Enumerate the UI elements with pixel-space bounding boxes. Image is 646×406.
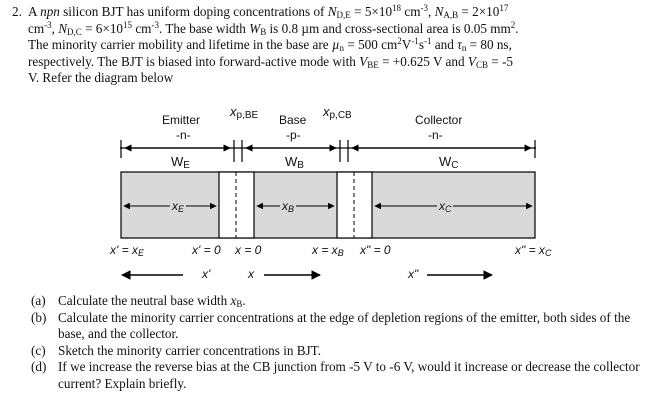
var-n: N <box>434 4 444 19</box>
x-arrow-label: x <box>247 267 255 281</box>
sub: CB <box>475 59 488 70</box>
text: silicon BJT has uniform doping concentra… <box>63 4 325 19</box>
sub: BE <box>367 59 379 70</box>
xb-label: xB <box>281 199 294 214</box>
problem-statement: 2. A npn silicon BJT has uniform doping … <box>12 4 640 87</box>
text: = 6×10 <box>81 20 124 36</box>
sub: B <box>236 299 243 309</box>
sup: -1 <box>411 36 419 47</box>
var-v: V <box>467 53 476 69</box>
sup: 2 <box>510 19 516 30</box>
var-n: N <box>58 20 68 36</box>
text: = 5×10 <box>350 4 393 19</box>
question-text: If we increase the reverse bias at the C… <box>58 359 640 391</box>
text: cm <box>401 4 421 19</box>
sup: -3 <box>44 19 52 30</box>
question-label: (c) <box>31 342 46 358</box>
question-label: (d) <box>31 359 47 374</box>
xp-be-label: xp,BE <box>229 104 259 121</box>
sub: n <box>339 43 345 54</box>
npn-text: npn <box>40 4 60 19</box>
sup: -3 <box>151 19 159 30</box>
sup: 2 <box>397 36 402 47</box>
text: and <box>434 37 454 53</box>
sub: B <box>260 26 267 37</box>
x-eq-xb-label: x = xB <box>311 243 344 258</box>
text: respectively. The BJT is biased into for… <box>28 53 356 69</box>
var-v: V <box>359 53 368 69</box>
xprime-arrow-label: x' <box>201 267 211 281</box>
device-band <box>120 171 536 239</box>
sup: 18 <box>392 3 402 13</box>
text: = +0.625 V and <box>378 53 465 69</box>
xdoubleprime-eq-xc-label: x" = xC <box>514 243 552 258</box>
xprime-eq-0-label: x' = 0 <box>191 243 221 257</box>
text: V. Refer the diagram below <box>28 70 174 86</box>
question-b: (b) Calculate the minority carrier conce… <box>31 310 641 343</box>
text: The minority carrier mobility and lifeti… <box>28 37 329 53</box>
sub: D,E <box>336 10 351 20</box>
sub: n <box>461 43 467 54</box>
sup: 15 <box>123 19 133 30</box>
var-w: W <box>249 20 261 36</box>
text: . <box>242 293 246 308</box>
xp-cb-label: xp,CB <box>322 104 352 121</box>
sup: -3 <box>420 3 428 13</box>
wc-label: WC <box>439 154 459 171</box>
xdoubleprime-arrow-label: x" <box>407 267 419 281</box>
text: = 2×10 <box>458 4 500 19</box>
xdoubleprime-eq-0-label: x" = 0 <box>359 243 391 257</box>
question-text: Calculate the minority carrier concentra… <box>58 309 631 342</box>
text: = 80 ns, <box>466 37 512 53</box>
text: s <box>418 37 424 53</box>
we-label: WE <box>171 154 190 171</box>
question-label: (b) <box>31 309 47 325</box>
collector-type: -n- <box>428 128 443 142</box>
text: = 500 cm <box>344 37 398 53</box>
text: The base width <box>165 20 246 36</box>
xc-label: xC <box>438 199 452 214</box>
text: cm <box>28 20 45 36</box>
question-a: (a) Calculate the neutral base width xB. <box>31 293 641 310</box>
base-label: Base <box>279 113 307 127</box>
wb-label: WB <box>285 154 304 171</box>
sub: A,B <box>443 10 459 20</box>
base-type: -p- <box>286 128 301 142</box>
x-eq-0-label: x = 0 <box>234 243 262 257</box>
var-x: x <box>230 293 237 308</box>
question-text: Sketch the minority carrier concentratio… <box>58 342 322 358</box>
emitter-type: -n- <box>176 128 191 142</box>
question-list: (a) Calculate the neutral base width xB.… <box>31 293 641 392</box>
text: A <box>28 4 37 19</box>
var-n: N <box>327 4 337 19</box>
question-d: (d) If we increase the reverse bias at t… <box>31 359 641 392</box>
text: = -5 <box>487 53 513 69</box>
sup: 17 <box>499 3 509 13</box>
width-dimension-line <box>120 140 536 162</box>
sup: -1 <box>423 36 432 47</box>
text: V <box>401 37 412 53</box>
var-mu: µ <box>331 37 340 53</box>
text: cm <box>132 20 152 36</box>
xprime-eq-xe-label: x' = xE <box>109 243 145 258</box>
question-text: Calculate the neutral base width <box>58 293 228 308</box>
collector-label: Collector <box>415 113 462 127</box>
bjt-diagram: Emitter -n- Base -p- Collector -n- xp,BE… <box>109 104 552 281</box>
xe-label: xE <box>171 199 185 214</box>
question-label: (a) <box>31 293 46 308</box>
emitter-label: Emitter <box>162 113 200 127</box>
sub: D,C <box>67 26 82 37</box>
problem-number: 2. <box>12 4 22 19</box>
question-c: (c) Sketch the minority carrier concentr… <box>31 343 641 360</box>
problem-body: A npn silicon BJT has uniform doping con… <box>28 3 519 86</box>
var-tau: τ <box>457 37 462 53</box>
text: is 0.8 µm and cross-sectional area is 0.… <box>269 20 511 36</box>
